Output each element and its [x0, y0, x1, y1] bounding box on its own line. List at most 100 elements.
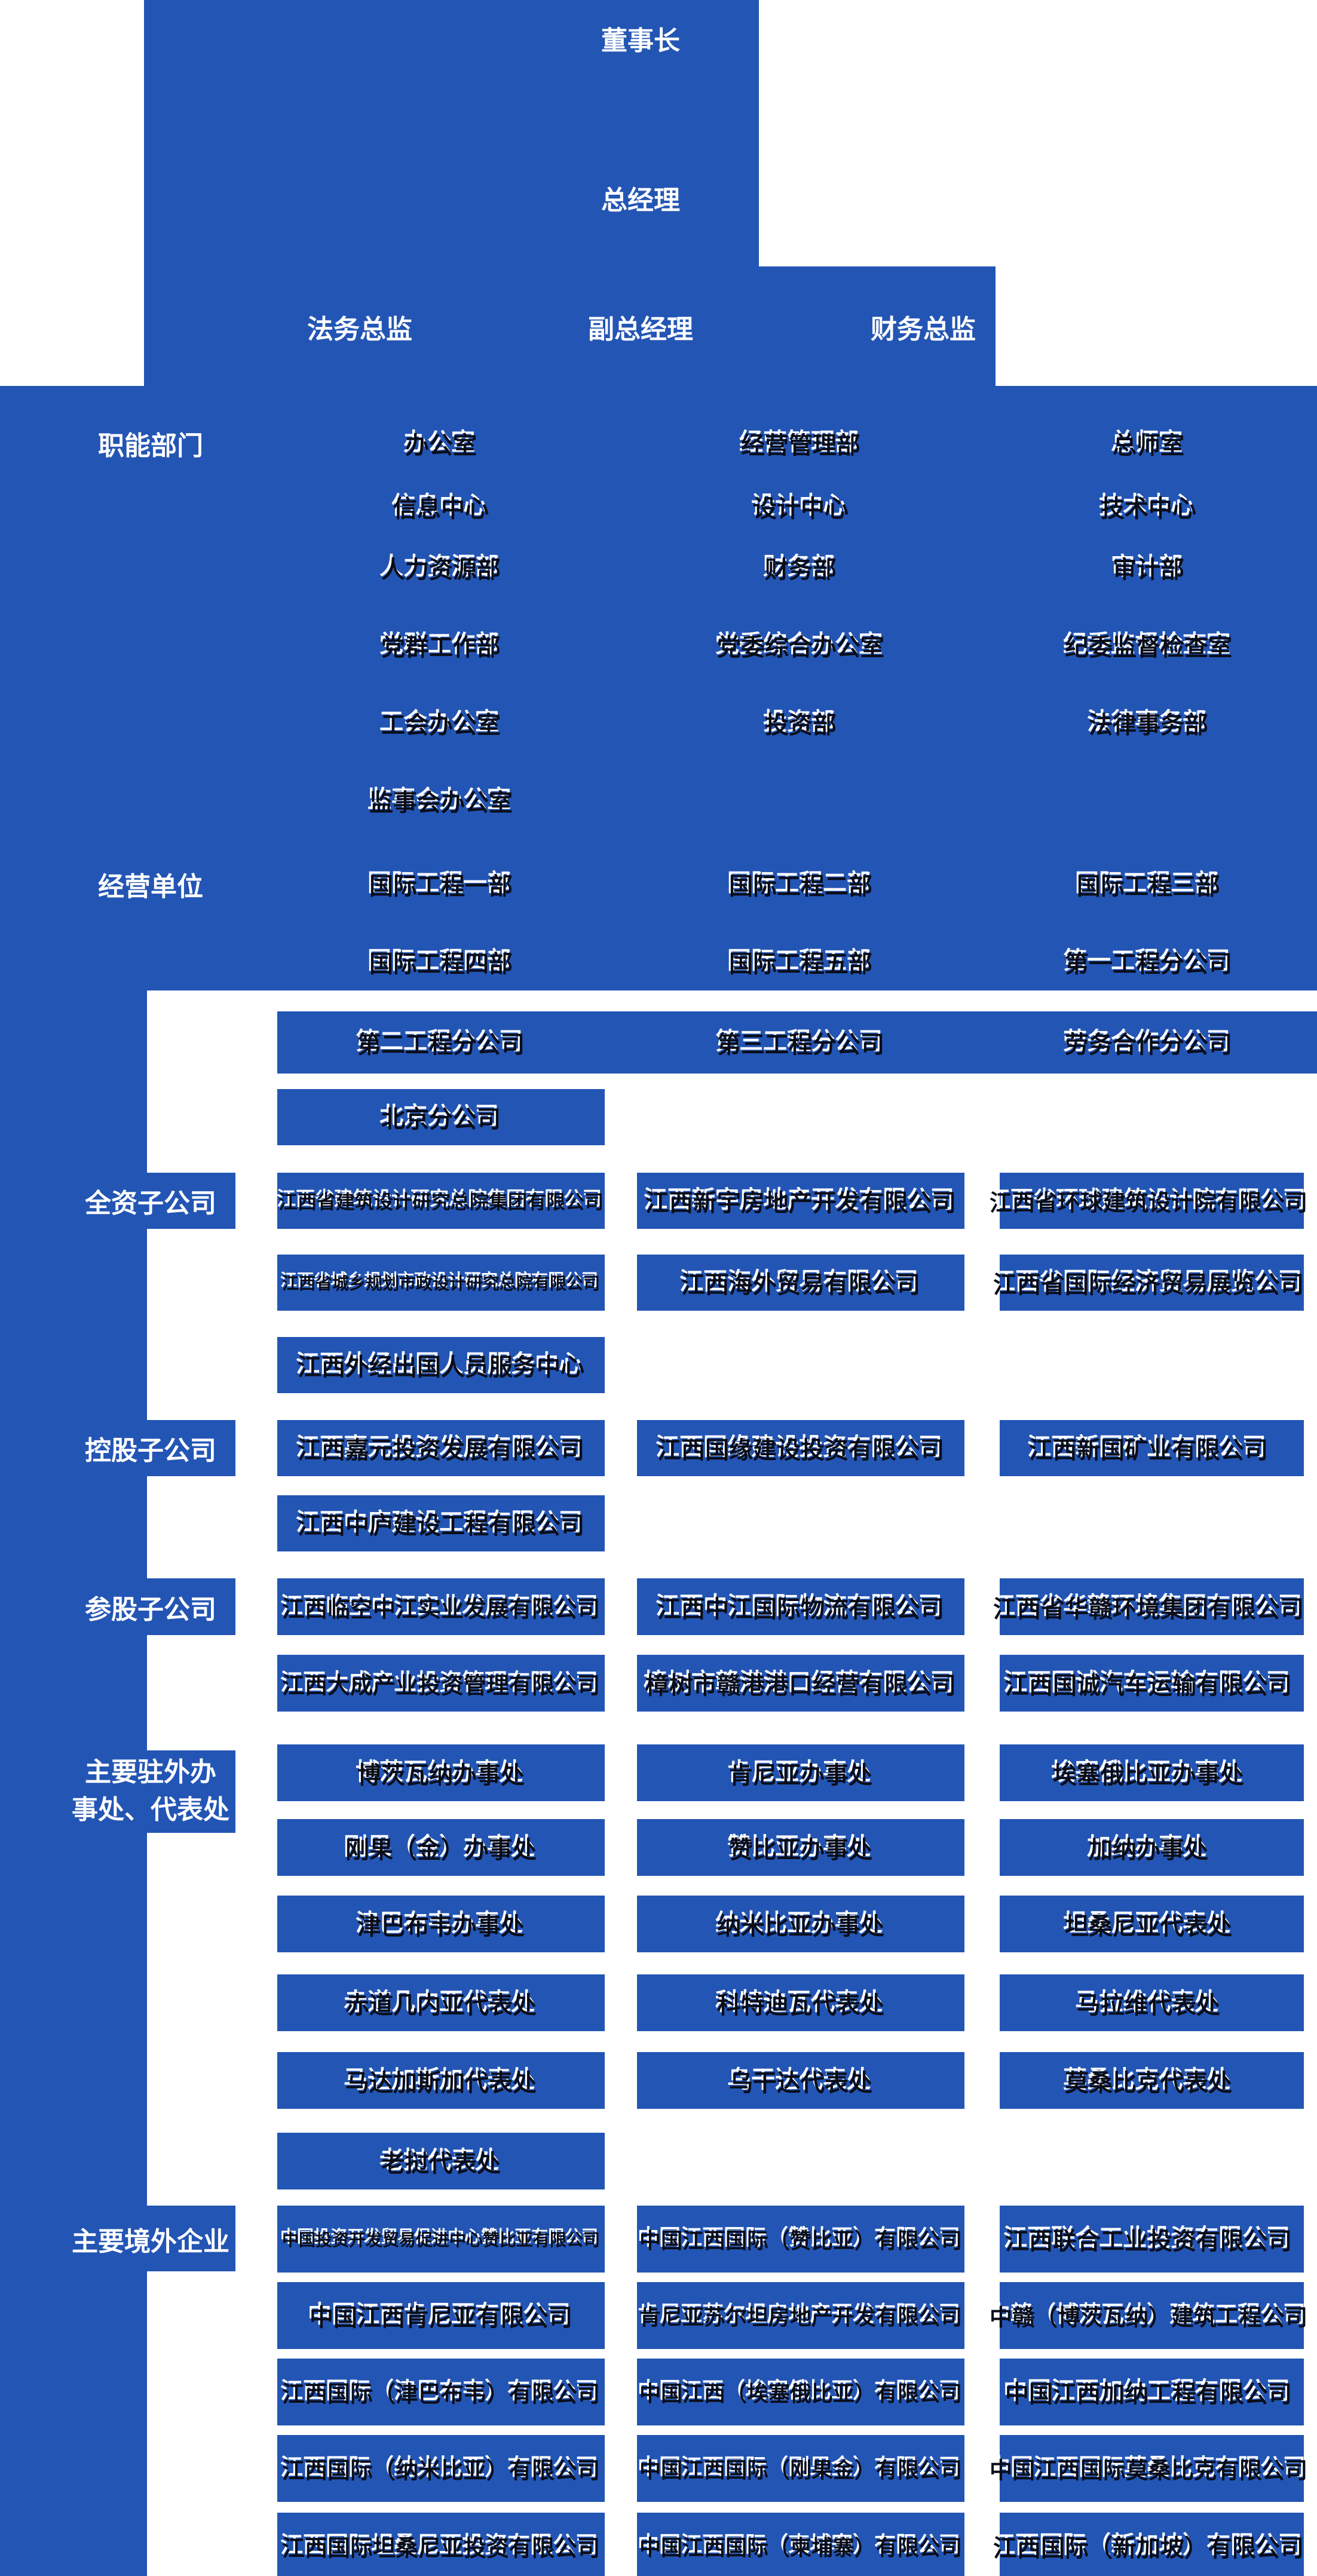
section-label: 参股子公司	[85, 1595, 216, 1624]
section-label: 主要驻外办	[85, 1758, 216, 1787]
org-item-box	[1000, 1173, 1304, 1229]
main-block-departments	[0, 386, 1317, 990]
org-item-label: 中国江西加纳工程有限公司	[1005, 2381, 1292, 2408]
org-item-box	[1000, 2052, 1304, 2109]
org-item-label: 加纳办事处	[1089, 1836, 1208, 1863]
org-item-label: 党委综合办公室	[717, 634, 884, 661]
org-item-label: 乌干达代表处	[729, 2069, 872, 2096]
org-item-label: 国际工程五部	[729, 951, 872, 977]
org-item-label: 国际工程三部	[1077, 873, 1220, 900]
org-item-label: 江西国际坦桑尼亚投资有限公司	[281, 2536, 601, 2562]
org-item-box	[1000, 2513, 1304, 2576]
org-item-label: 马达加斯加代表处	[345, 2069, 537, 2096]
org-item-box	[277, 1655, 605, 1712]
org-item-label: 办公室	[405, 433, 477, 459]
org-item-box	[277, 1011, 605, 1074]
org-item-label: 财务部	[765, 557, 837, 583]
general-manager-label: 总经理	[601, 186, 680, 215]
org-item-label: 江西省城乡规划市政设计研究总院有限公司	[281, 1274, 601, 1293]
org-item-box	[637, 2435, 964, 2502]
org-item-label: 中国江西国际（刚果金）有限公司	[639, 2458, 963, 2482]
org-item-label: 北京分公司	[381, 1106, 501, 1133]
section-label-box	[0, 2206, 235, 2271]
org-item-box	[637, 1896, 964, 1952]
org-item-box	[277, 1578, 605, 1635]
org-item-label: 江西新国矿业有限公司	[1029, 1437, 1268, 1464]
org-item-box	[637, 2513, 964, 2576]
org-item-label: 莫桑比克代表处	[1065, 2069, 1232, 2096]
org-item-label: 中国江西肯尼亚有限公司	[310, 2305, 572, 2331]
org-item-box	[1000, 2435, 1304, 2502]
org-item-label: 国际工程二部	[729, 873, 872, 900]
legal-director-label: 法务总监	[307, 315, 412, 344]
org-item-label: 国际工程一部	[369, 873, 513, 900]
org-item-label: 中国江西国际（赞比亚）有限公司	[639, 2228, 963, 2253]
org-item-label: 中赣（博茨瓦纳）建筑工程公司	[989, 2305, 1308, 2331]
org-item-label: 设计中心	[753, 496, 849, 522]
org-item-label: 江西外经出国人员服务中心	[298, 1354, 584, 1381]
org-item-box	[1000, 1744, 1304, 1801]
deputy-gm-label: 副总经理	[588, 315, 693, 344]
org-item-box	[277, 1819, 605, 1876]
org-item-label: 津巴布韦办事处	[357, 1913, 525, 1940]
chairman-label: 董事长	[601, 26, 680, 56]
section-label-box	[0, 1578, 235, 1635]
org-item-box	[1000, 2206, 1304, 2273]
section-label: 经营单位	[98, 872, 203, 901]
org-item-label: 江西联合工业投资有限公司	[1005, 2228, 1292, 2255]
finance-director-label: 财务总监	[871, 315, 976, 344]
org-item-label: 江西国际（纳米比亚）有限公司	[281, 2458, 601, 2484]
org-item-box	[637, 2052, 964, 2109]
org-item-box	[277, 1337, 605, 1393]
org-item-label: 第三工程分公司	[717, 1032, 884, 1058]
org-item-label: 工会办公室	[381, 712, 501, 738]
section-label: 职能部门	[98, 431, 203, 461]
section-label-box	[0, 1420, 235, 1476]
org-item-label: 江西国缘建设投资有限公司	[657, 1437, 944, 1464]
org-item-label: 投资部	[765, 712, 837, 738]
org-item-box	[637, 1255, 964, 1311]
org-item-label: 党群工作部	[381, 634, 501, 661]
org-item-label: 刚果（金）办事处	[345, 1836, 537, 1863]
org-item-box	[277, 2435, 605, 2502]
org-item-box	[277, 1495, 605, 1551]
org-item-box	[1000, 2359, 1304, 2425]
org-item-label: 监事会办公室	[369, 790, 513, 816]
org-item-label: 纳米比亚办事处	[717, 1913, 884, 1940]
org-item-box	[277, 1173, 605, 1229]
org-item-label: 江西海外贸易有限公司	[681, 1272, 920, 1298]
org-item-label: 江西国际（津巴布韦）有限公司	[281, 2382, 601, 2408]
org-item-box	[1000, 1420, 1304, 1476]
section-label-box	[0, 1750, 235, 1833]
org-item-box	[277, 2052, 605, 2109]
org-item-box	[277, 2359, 605, 2425]
org-item-label: 国际工程四部	[369, 951, 513, 977]
org-item-label: 江西嘉元投资发展有限公司	[298, 1437, 584, 1464]
org-item-label: 江西省国际经济贸易展览公司	[993, 1272, 1304, 1298]
org-item-box	[277, 1744, 605, 1801]
org-item-box	[1000, 1255, 1304, 1311]
org-item-label: 劳务合作分公司	[1065, 1032, 1232, 1058]
org-item-box	[637, 2206, 964, 2273]
org-item-box	[277, 2513, 605, 2576]
section-label: 事处、代表处	[72, 1795, 229, 1824]
org-item-label: 第二工程分公司	[357, 1032, 525, 1058]
org-item-label: 江西临空中江实业发展有限公司	[281, 1597, 601, 1622]
org-item-label: 江西省环球建筑设计院有限公司	[989, 1191, 1308, 1216]
org-item-box	[1000, 1578, 1304, 1635]
org-item-box	[637, 1173, 964, 1229]
org-item-label: 樟树市赣港港口经营有限公司	[645, 1672, 956, 1699]
org-item-label: 坦桑尼亚代表处	[1065, 1913, 1232, 1940]
org-item-label: 江西省建筑设计研究总院集团有限公司	[278, 1191, 604, 1213]
org-item-label: 肯尼亚办事处	[729, 1762, 872, 1789]
org-item-label: 科特迪瓦代表处	[717, 1992, 884, 2019]
top-block-directors	[144, 266, 996, 386]
org-item-label: 审计部	[1113, 557, 1184, 583]
org-item-label: 博茨瓦纳办事处	[357, 1762, 525, 1789]
section-label: 控股子公司	[85, 1436, 216, 1465]
org-item-label: 江西省华赣环境集团有限公司	[993, 1596, 1304, 1623]
org-item-label: 中国江西国际莫桑比克有限公司	[989, 2458, 1308, 2484]
org-item-box	[1000, 2282, 1304, 2349]
org-item-box	[637, 1655, 964, 1712]
